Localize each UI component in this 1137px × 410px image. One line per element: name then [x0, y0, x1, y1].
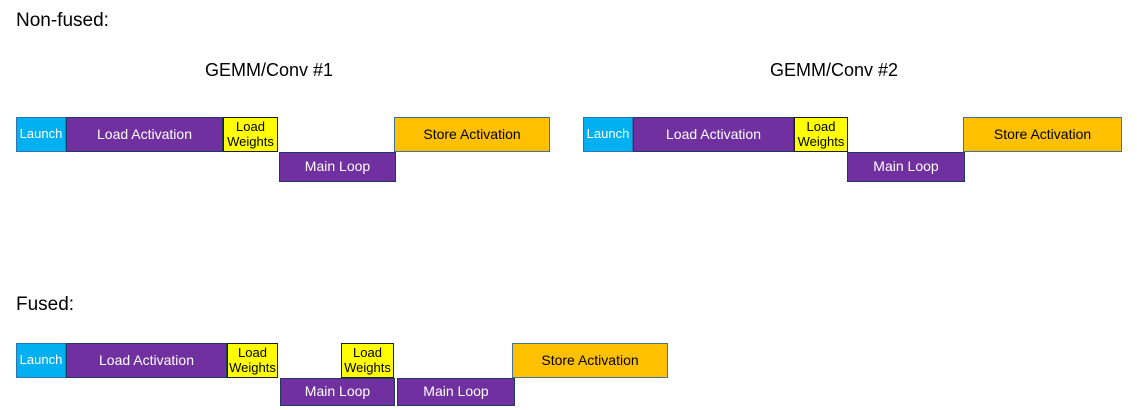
section-label-fused: Fused:	[16, 294, 75, 315]
fused-load-activation-box: Load Activation	[66, 343, 227, 378]
nonfused2-store-activation-box: Store Activation	[963, 117, 1122, 152]
fused-load-weights-2-box: Load Weights	[341, 343, 394, 378]
fused-main-loop-2-box: Main Loop	[397, 378, 515, 406]
heading-gemm-conv-1: GEMM/Conv #1	[205, 60, 334, 80]
section-label-non-fused: Non-fused:	[16, 10, 109, 31]
fused-load-weights-1-box: Load Weights	[227, 343, 278, 378]
nonfused2-load-activation-box: Load Activation	[633, 117, 794, 152]
nonfused1-launch-box: Launch	[16, 117, 66, 152]
nonfused2-load-weights-box: Load Weights	[794, 117, 848, 152]
nonfused2-launch-box: Launch	[583, 117, 633, 152]
fused-main-loop-1-box: Main Loop	[280, 378, 395, 406]
fused-store-activation-box: Store Activation	[512, 343, 668, 378]
nonfused1-store-activation-box: Store Activation	[394, 117, 550, 152]
fused-launch-box: Launch	[16, 343, 66, 378]
nonfused1-load-activation-box: Load Activation	[66, 117, 223, 152]
nonfused2-main-loop-box: Main Loop	[847, 152, 965, 182]
nonfused1-load-weights-box: Load Weights	[223, 117, 278, 152]
heading-gemm-conv-2: GEMM/Conv #2	[770, 60, 899, 80]
nonfused1-main-loop-box: Main Loop	[279, 152, 396, 182]
